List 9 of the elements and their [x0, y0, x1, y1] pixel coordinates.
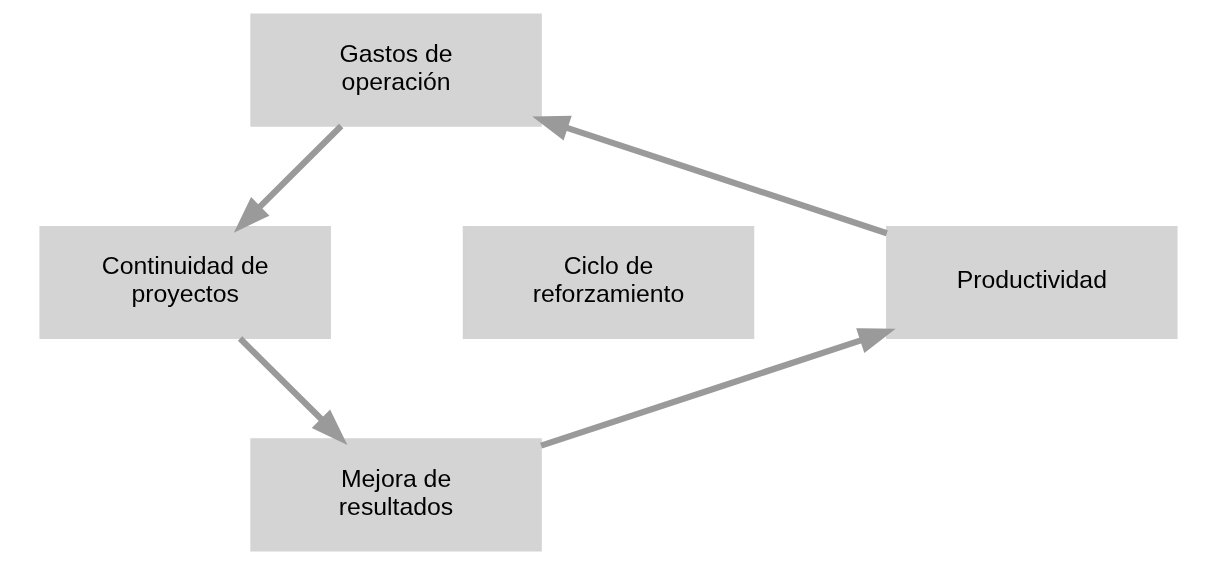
- node-box: Mejora de resultados: [249, 438, 542, 552]
- node-box: Gastos de operación: [249, 13, 542, 127]
- node-box: Ciclo de reforzamiento: [462, 225, 754, 340]
- arrow: [233, 123, 343, 233]
- arrow: [539, 328, 896, 449]
- arrow: [531, 115, 888, 237]
- node-box: Productividad: [885, 225, 1178, 340]
- arrow: [237, 336, 347, 446]
- node-box: Continuidad de proyectos: [38, 225, 331, 340]
